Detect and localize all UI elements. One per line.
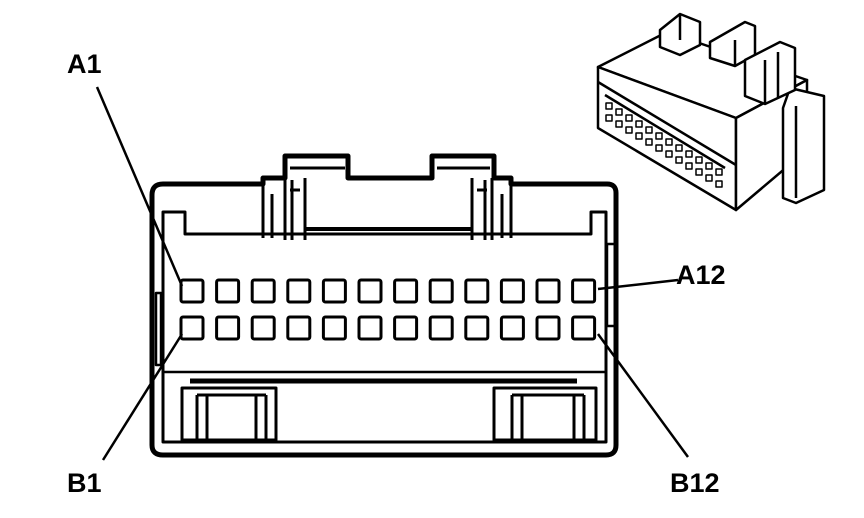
pin-cavity-a7 (393, 278, 419, 304)
pin-opening-3d (685, 150, 693, 158)
pin-opening-3d (675, 156, 683, 164)
pin-opening-3d (625, 126, 633, 134)
leader-a12 (597, 278, 679, 291)
leader-a1 (95, 86, 184, 287)
connector-3d-view (596, 12, 826, 212)
pin-opening-3d (605, 102, 613, 110)
pin-cavity-b3 (250, 315, 276, 341)
pin-cavity-a5 (321, 278, 347, 304)
pin-opening-3d (655, 144, 663, 152)
pin-opening-3d (615, 120, 623, 128)
pin-opening-3d (635, 132, 643, 140)
pin-opening-3d (695, 168, 703, 176)
pin-cavity-a12 (571, 278, 597, 304)
pin-openings-3d (605, 102, 723, 188)
label-a1: A1 (67, 49, 102, 79)
pin-cavity-b1 (179, 315, 205, 341)
latch-right (437, 166, 513, 240)
pin-cavity-b4 (286, 315, 312, 341)
pin-opening-3d (665, 150, 673, 158)
pin-cavity-a3 (250, 278, 276, 304)
pin-opening-3d (685, 162, 693, 170)
pin-cavity-a6 (357, 278, 383, 304)
foot-right (492, 386, 598, 442)
pin-cavity-a1 (179, 278, 205, 304)
pin-cavity-a10 (499, 278, 525, 304)
pin-opening-3d (635, 120, 643, 128)
label-b1: B1 (67, 468, 102, 498)
left-rib (154, 291, 163, 367)
pin-cavity-b7 (393, 315, 419, 341)
pin-cavity-b9 (464, 315, 490, 341)
pin-opening-3d (615, 108, 623, 116)
pin-opening-3d (655, 132, 663, 140)
pin-cavity-a8 (428, 278, 454, 304)
leader-b12 (596, 333, 690, 458)
pin-opening-3d (675, 144, 683, 152)
pin-opening-3d (715, 168, 723, 176)
pin-opening-3d (715, 180, 723, 188)
housing-outline (149, 153, 619, 458)
pin-opening-3d (645, 126, 653, 134)
label-b12: B12 (670, 468, 720, 498)
label-a12: A12 (676, 260, 726, 290)
pin-cavity-grid (179, 278, 597, 341)
pin-cavity-a4 (286, 278, 312, 304)
pin-cavity-b5 (321, 315, 347, 341)
pin-opening-3d (645, 138, 653, 146)
leader-lines (95, 86, 690, 461)
pin-cavity-a2 (215, 278, 241, 304)
pin-cavity-b8 (428, 315, 454, 341)
housing-inner-outline (161, 210, 608, 444)
foot-left (180, 386, 278, 442)
pin-opening-3d (665, 138, 673, 146)
connector-face (149, 153, 619, 458)
pin-cavity-a9 (464, 278, 490, 304)
pin-cavity-a11 (535, 278, 561, 304)
pin-cavity-b11 (535, 315, 561, 341)
pin-cavity-b6 (357, 315, 383, 341)
pin-opening-3d (625, 114, 633, 122)
leader-b1 (101, 333, 184, 461)
pin-opening-3d (695, 156, 703, 164)
right-rib (605, 242, 618, 328)
pin-opening-3d (605, 114, 613, 122)
pin-cavity-b10 (499, 315, 525, 341)
pin-cavity-b2 (215, 315, 241, 341)
pin-cavity-b12 (571, 315, 597, 341)
pin-opening-3d (705, 174, 713, 182)
pin-opening-3d (705, 162, 713, 170)
